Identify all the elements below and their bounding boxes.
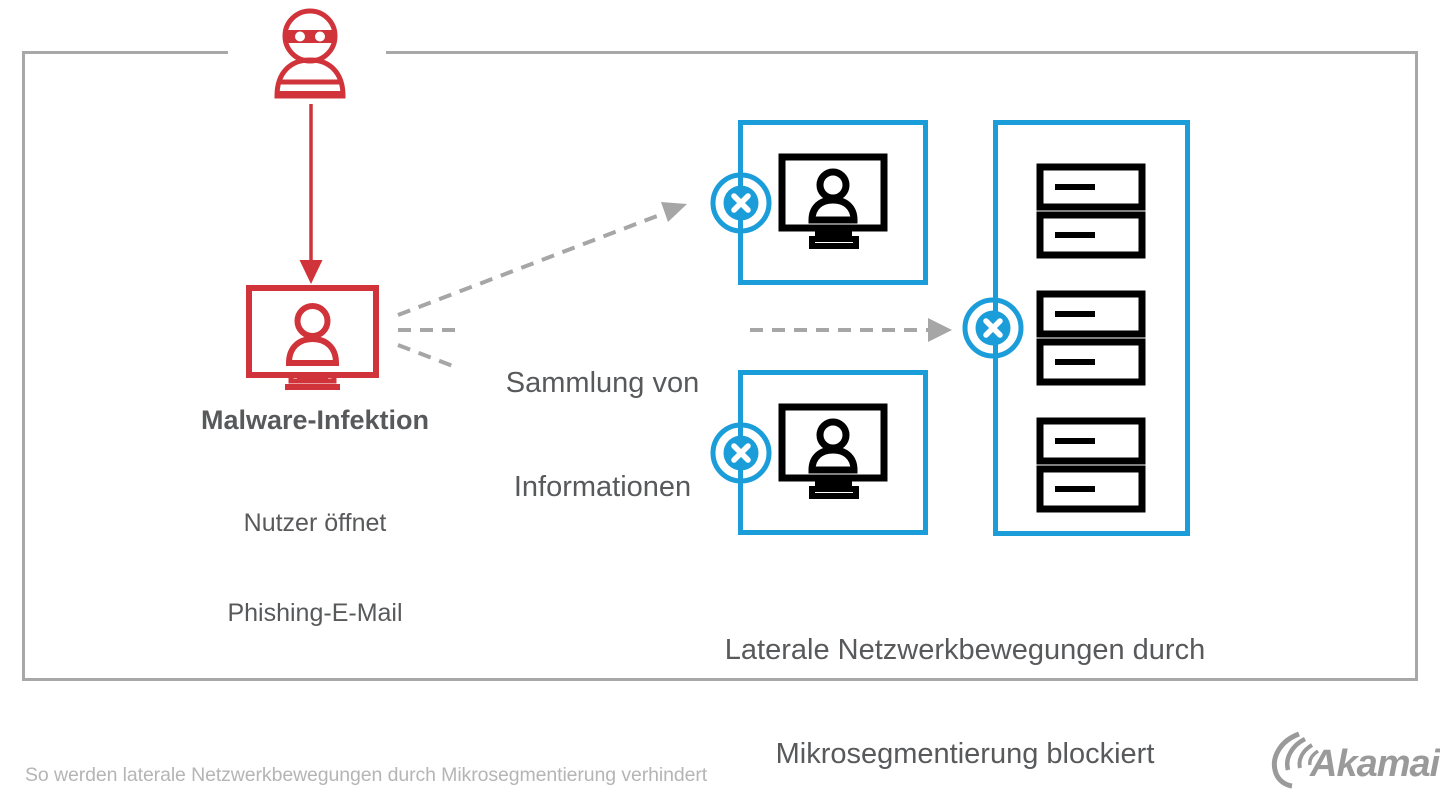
segment-bottom-blocked-badge xyxy=(710,422,772,484)
akamai-logo: Akamai xyxy=(1271,730,1440,789)
infected-host-node xyxy=(246,285,379,390)
blocked-label: Laterale Netzwerkbewegungen durch Mikros… xyxy=(660,563,1270,810)
infected-host-subtitle-line2: Phishing-E-Mail xyxy=(227,599,403,627)
hacker-icon xyxy=(274,8,346,99)
recon-label-line2: Informationen xyxy=(513,470,692,503)
blocked-x-icon xyxy=(710,422,772,484)
akamai-swoosh-icon xyxy=(1271,731,1319,789)
blocked-x-icon xyxy=(962,297,1024,359)
blocked-label-line2: Mikrosegmentierung blockiert xyxy=(775,737,1155,770)
server-rack-icon xyxy=(1036,163,1146,513)
frame-top-left-segment xyxy=(22,51,228,54)
segment-top-workstation xyxy=(778,153,888,253)
infected-host-title: Malware-Infektion xyxy=(200,405,430,435)
segment-bottom-workstation xyxy=(778,403,888,503)
frame-bottom-segment xyxy=(22,678,1418,681)
akamai-wordmark: Akamai xyxy=(1309,743,1440,785)
desktop-user-icon xyxy=(778,153,888,249)
segment-servers-blocked-badge xyxy=(962,297,1024,359)
footer-caption: So werden laterale Netzwerkbewegungen du… xyxy=(25,764,708,786)
segment-top-blocked-badge xyxy=(710,172,772,234)
infected-host-subtitle-line1: Nutzer öffnet xyxy=(243,509,387,537)
edge-recon-up-arrow xyxy=(397,202,687,317)
edge-infection-arrow xyxy=(296,104,326,286)
blocked-label-line1: Laterale Netzwerkbewegungen durch xyxy=(724,633,1206,666)
desktop-user-icon-red xyxy=(246,285,379,390)
attacker-node xyxy=(268,4,352,100)
blocked-x-icon xyxy=(710,172,772,234)
frame-top-right-segment xyxy=(386,51,1418,54)
desktop-user-icon xyxy=(778,403,888,499)
segment-servers-rack xyxy=(1036,163,1146,513)
recon-label-line1: Sammlung von xyxy=(505,366,700,399)
recon-label: Sammlung von Informationen xyxy=(455,296,750,575)
frame-left-segment xyxy=(22,51,25,681)
arrow-down-icon xyxy=(299,104,323,284)
infected-host-subtitle: Nutzer öffnet Phishing-E-Mail xyxy=(130,448,500,688)
frame-right-segment xyxy=(1415,51,1418,681)
